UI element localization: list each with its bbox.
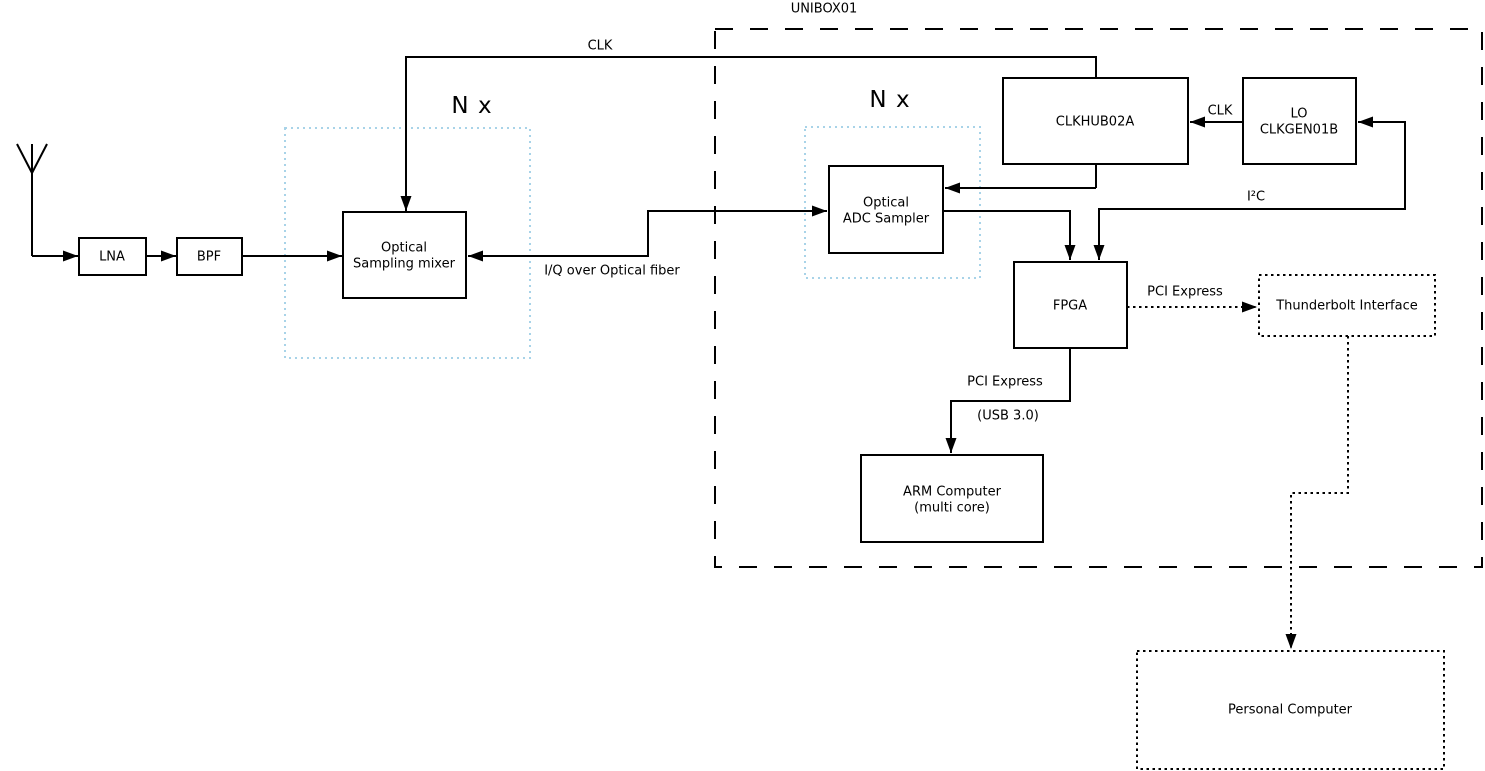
arm-label-line2: (multi core) <box>914 501 990 516</box>
arm-label-line1: ARM Computer <box>903 485 1002 500</box>
adc-label-line2: ADC Sampler <box>843 212 930 227</box>
lna-label: LNA <box>99 250 125 265</box>
fpga-box <box>1013 261 1128 349</box>
arm-box <box>860 454 1044 543</box>
antenna-icon <box>16 143 48 256</box>
lna-box <box>78 237 147 276</box>
pc-box <box>1136 650 1445 770</box>
block-lna: LNA <box>78 237 147 276</box>
edge-fpga-arm <box>945 348 1071 453</box>
block-arm-computer: ARM Computer (multi core) <box>860 454 1044 543</box>
block-optical-sampling-mixer: Optical Sampling mixer <box>342 211 467 299</box>
thunderbolt-box <box>1258 274 1436 337</box>
block-fpga: FPGA <box>1013 261 1128 349</box>
unibox-frame <box>714 28 1483 568</box>
pc-label: Personal Computer <box>1228 703 1353 718</box>
edge-i2c <box>1093 116 1406 260</box>
fpga-label: FPGA <box>1053 299 1087 314</box>
clk-lo-hub-label: CLK <box>1208 104 1233 119</box>
lo-label-line1: LO <box>1290 107 1307 122</box>
pcie-thunderbolt-label: PCI Express <box>1147 285 1223 300</box>
clkhub-box <box>1002 77 1189 165</box>
clk-top-label: CLK <box>588 39 613 54</box>
nx-label-left: N x <box>451 93 492 119</box>
edge-adc-fpga <box>943 210 1076 260</box>
mixer-label-line2: Sampling mixer <box>353 257 456 272</box>
block-clkhub02a: CLKHUB02A <box>1002 77 1189 165</box>
edge-thunderbolt-pc <box>1285 336 1349 649</box>
block-thunderbolt-interface: Thunderbolt Interface <box>1258 274 1436 337</box>
lo-label-line2: CLKGEN01B <box>1260 123 1338 138</box>
nx-label-right: N x <box>869 87 910 113</box>
bpf-label: BPF <box>197 250 221 265</box>
block-lo-clkgen01b: LO CLKGEN01B <box>1242 77 1357 165</box>
mixer-box <box>342 211 467 299</box>
i2c-label: I²C <box>1247 190 1265 205</box>
adc-label-line1: Optical <box>863 196 909 211</box>
lo-box <box>1242 77 1357 165</box>
usb3-label: (USB 3.0) <box>977 409 1039 424</box>
adc-box <box>828 165 944 254</box>
thunderbolt-label: Thunderbolt Interface <box>1275 299 1418 314</box>
block-bpf: BPF <box>176 237 243 276</box>
mixer-label-line1: Optical <box>381 241 427 256</box>
clkhub-label: CLKHUB02A <box>1056 115 1135 130</box>
pcie-arm-label: PCI Express <box>967 375 1043 390</box>
edge-iq-fiber <box>468 205 827 262</box>
nx-group-right-frame <box>804 126 981 279</box>
unibox-title: UNIBOX01 <box>791 2 858 17</box>
block-personal-computer: Personal Computer <box>1136 650 1445 770</box>
bpf-box <box>176 237 243 276</box>
block-optical-adc-sampler: Optical ADC Sampler <box>828 165 944 254</box>
iq-fiber-label: I/Q over Optical fiber <box>544 264 680 279</box>
